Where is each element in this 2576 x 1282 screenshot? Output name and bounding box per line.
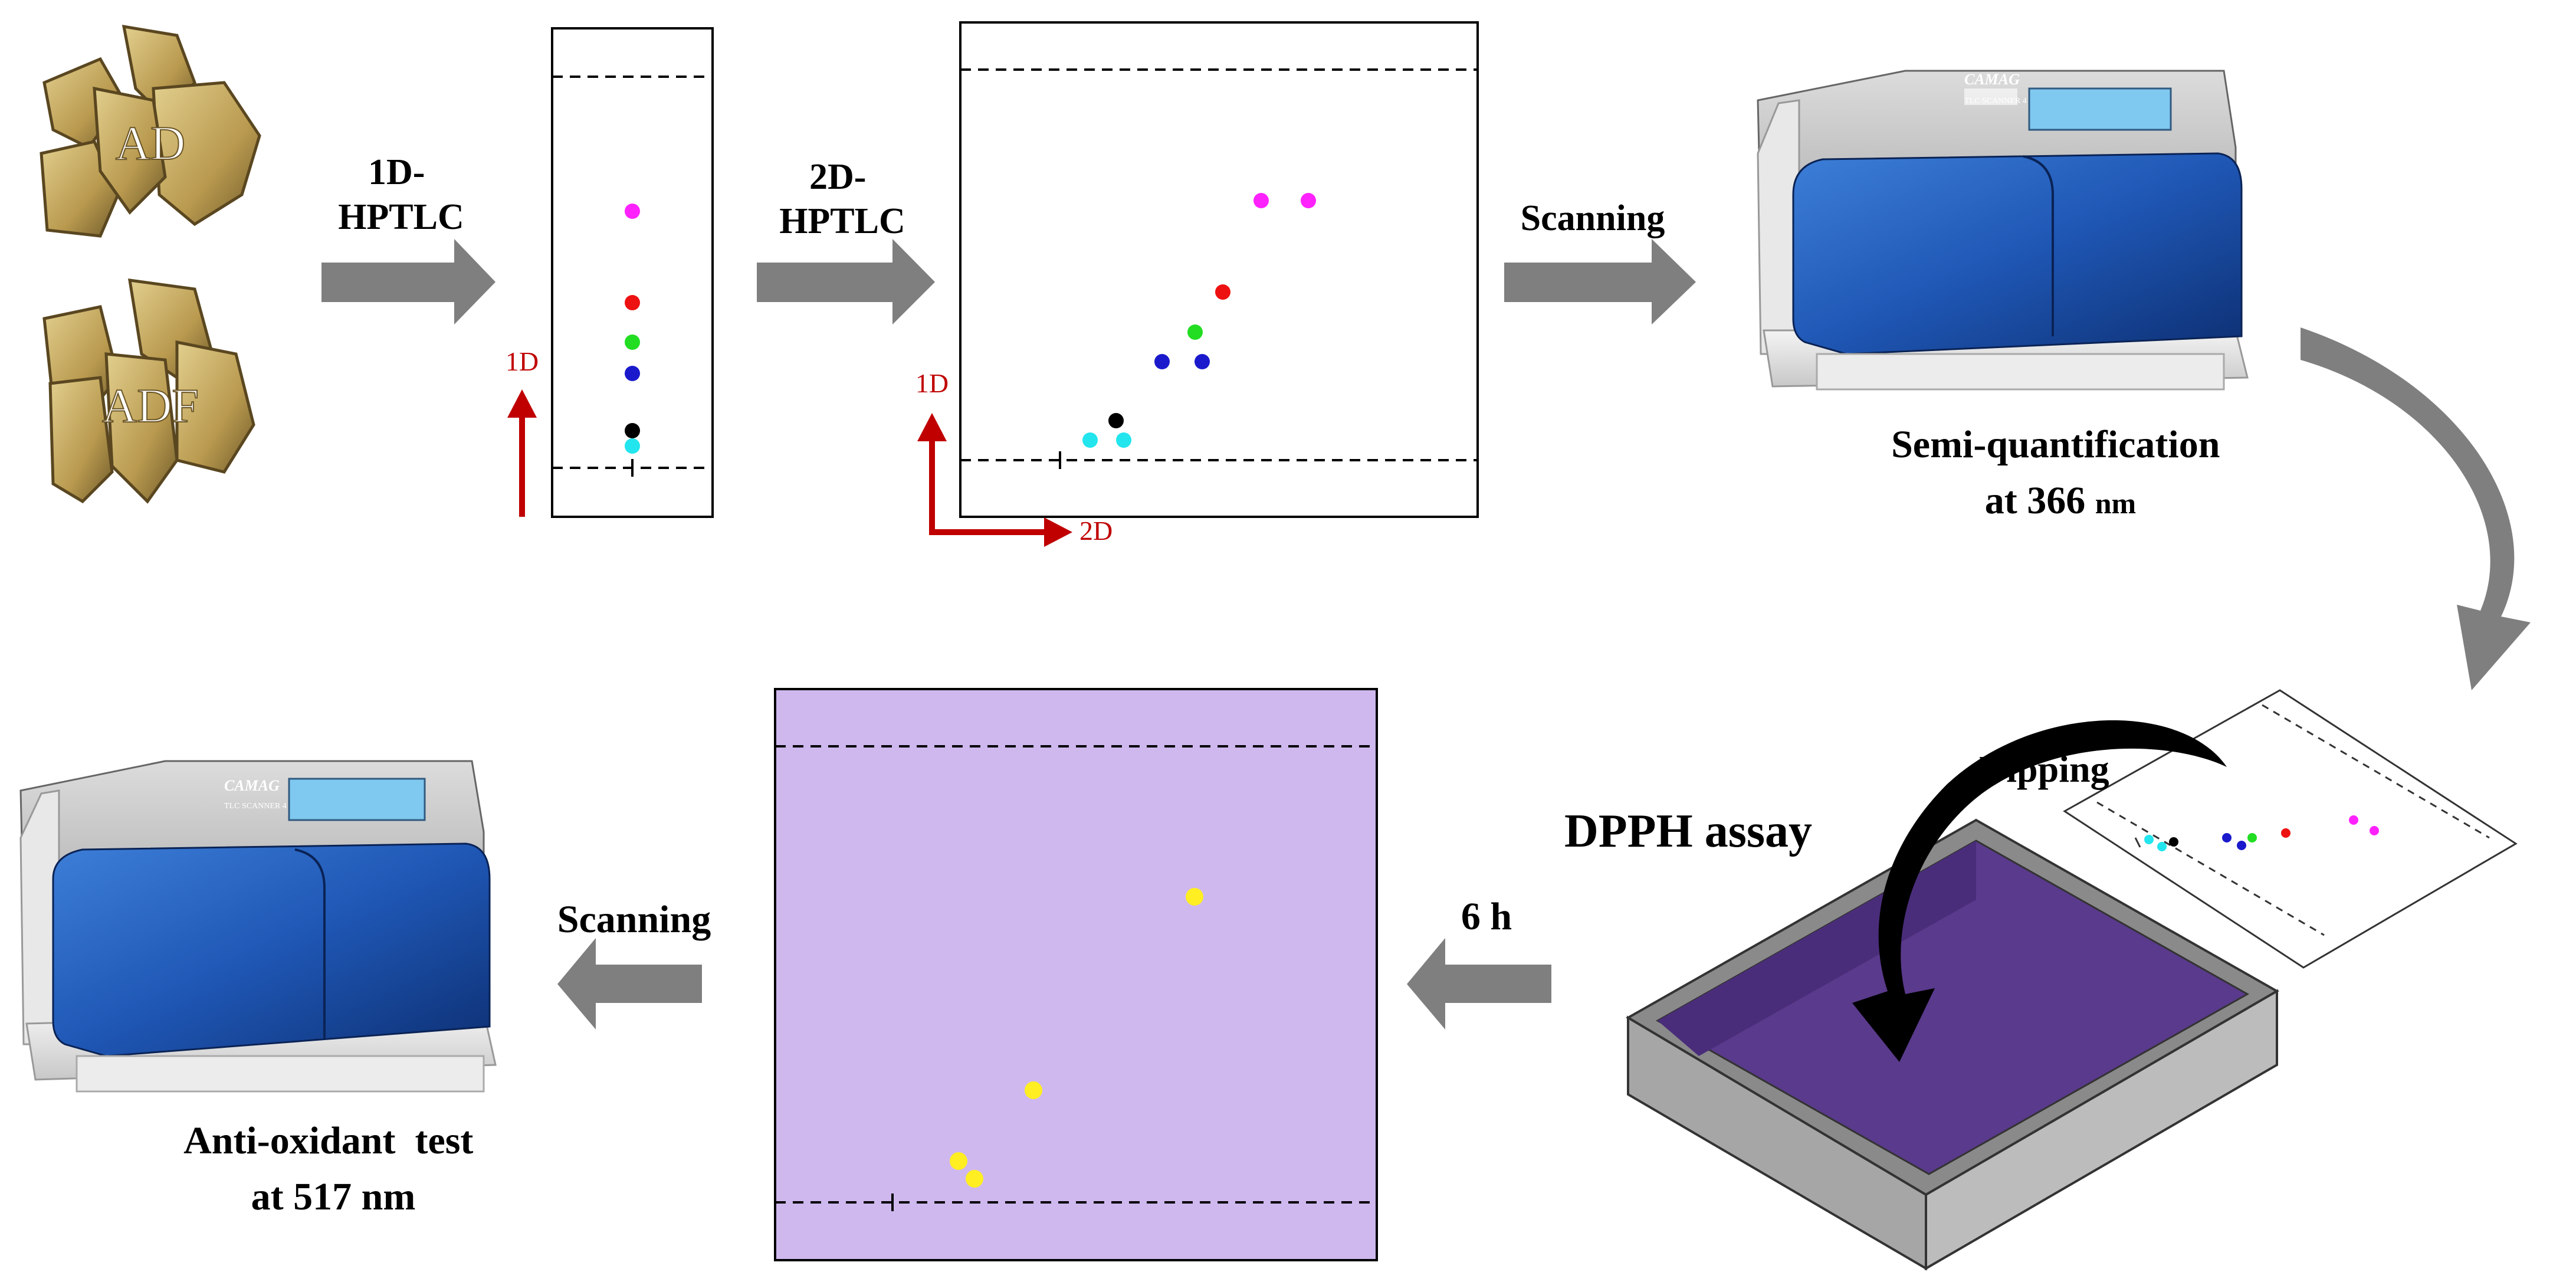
arrow-2d-hptlc: [757, 239, 935, 324]
scanner-top-brand: CAMAG: [1964, 71, 2020, 88]
dpph-spot-4: [966, 1170, 983, 1188]
plate-1d-spot-green: [625, 335, 640, 350]
arrow-scanning-top: [1504, 239, 1696, 324]
plate-2d-spot-cyan-2: [1116, 432, 1131, 448]
plate-2d-spot-green: [1187, 324, 1203, 340]
plate-1d-spot-blue: [625, 366, 640, 381]
dpph-tray: [1626, 818, 2280, 1271]
plate-2d-direction-label-1d: 1D: [915, 368, 949, 398]
dpph-spot-2: [1025, 1081, 1042, 1099]
label-dipping: Dipping: [1979, 748, 2109, 790]
dpph-spot-1: [1186, 888, 1203, 906]
arrow-curved-to-dipping: [2301, 327, 2531, 690]
plate-1d-direction-label: 1D: [506, 346, 539, 376]
arrow-scanning-bottom: [557, 938, 702, 1029]
scanner-bottom-model: TLC SCANNER 4: [224, 802, 287, 811]
plate-1d-spot-red: [625, 295, 640, 310]
scanner-bottom-brand: CAMAG: [224, 777, 280, 794]
dipping-arrow: [1852, 720, 2227, 1062]
plate-dpph-stained: [774, 688, 1378, 1261]
sample-label-adf: ADF: [102, 379, 199, 432]
label-scanning-bottom: Scanning: [557, 898, 711, 941]
sample-label-ad: AD: [116, 116, 185, 170]
arrow-6h: [1407, 938, 1551, 1029]
label-dpph-assay: DPPH assay: [1564, 805, 1812, 857]
plate-2d-spot-red: [1215, 284, 1230, 300]
label-2d-hptlc: 2D- HPTLC: [779, 157, 905, 241]
plate-2d-direction-label-2d: 2D: [1079, 516, 1113, 546]
label-6h: 6 h: [1461, 895, 1512, 938]
scanner-top: CAMAG TLC SCANNER 4: [1757, 70, 2249, 391]
plate-1d: [551, 27, 714, 518]
label-antioxidant-test: Anti-oxidant test at 517 nm: [183, 1119, 483, 1218]
plate-1d-spot-black: [625, 423, 640, 438]
plate-2d-spot-magenta-1: [1253, 193, 1269, 208]
plate-1d-spot-cyan: [625, 438, 640, 454]
dpph-spot-3: [950, 1152, 967, 1170]
plate-1d-direction-arrow: 1D: [506, 346, 539, 517]
plate-2d-direction-arrows: 1D 2D: [915, 368, 1113, 547]
plate-1d-spot-magenta: [625, 204, 640, 219]
plate-2d-spot-cyan-1: [1082, 432, 1098, 448]
label-1d-hptlc: 1D- HPTLC: [338, 152, 464, 237]
sample-image-ad: AD: [40, 24, 261, 238]
sample-image-adf: ADF: [42, 278, 255, 504]
scanner-top-model: TLC SCANNER 4: [1964, 97, 2027, 106]
plate-2d: [959, 21, 1479, 518]
plate-2d-spot-blue-2: [1195, 354, 1210, 369]
scanner-bottom: CAMAG TLC SCANNER 4: [19, 760, 497, 1093]
label-scanning-top: Scanning: [1521, 198, 1665, 238]
arrow-1d-hptlc: [321, 239, 495, 324]
label-semi-quantification: Semi-quantification at 366 nm: [1891, 423, 2230, 522]
plate-2d-spot-magenta-2: [1301, 193, 1316, 208]
plate-2d-spot-black: [1108, 413, 1124, 428]
plate-2d-spot-blue-1: [1154, 354, 1170, 369]
plate-before-dipping: [2063, 689, 2518, 969]
